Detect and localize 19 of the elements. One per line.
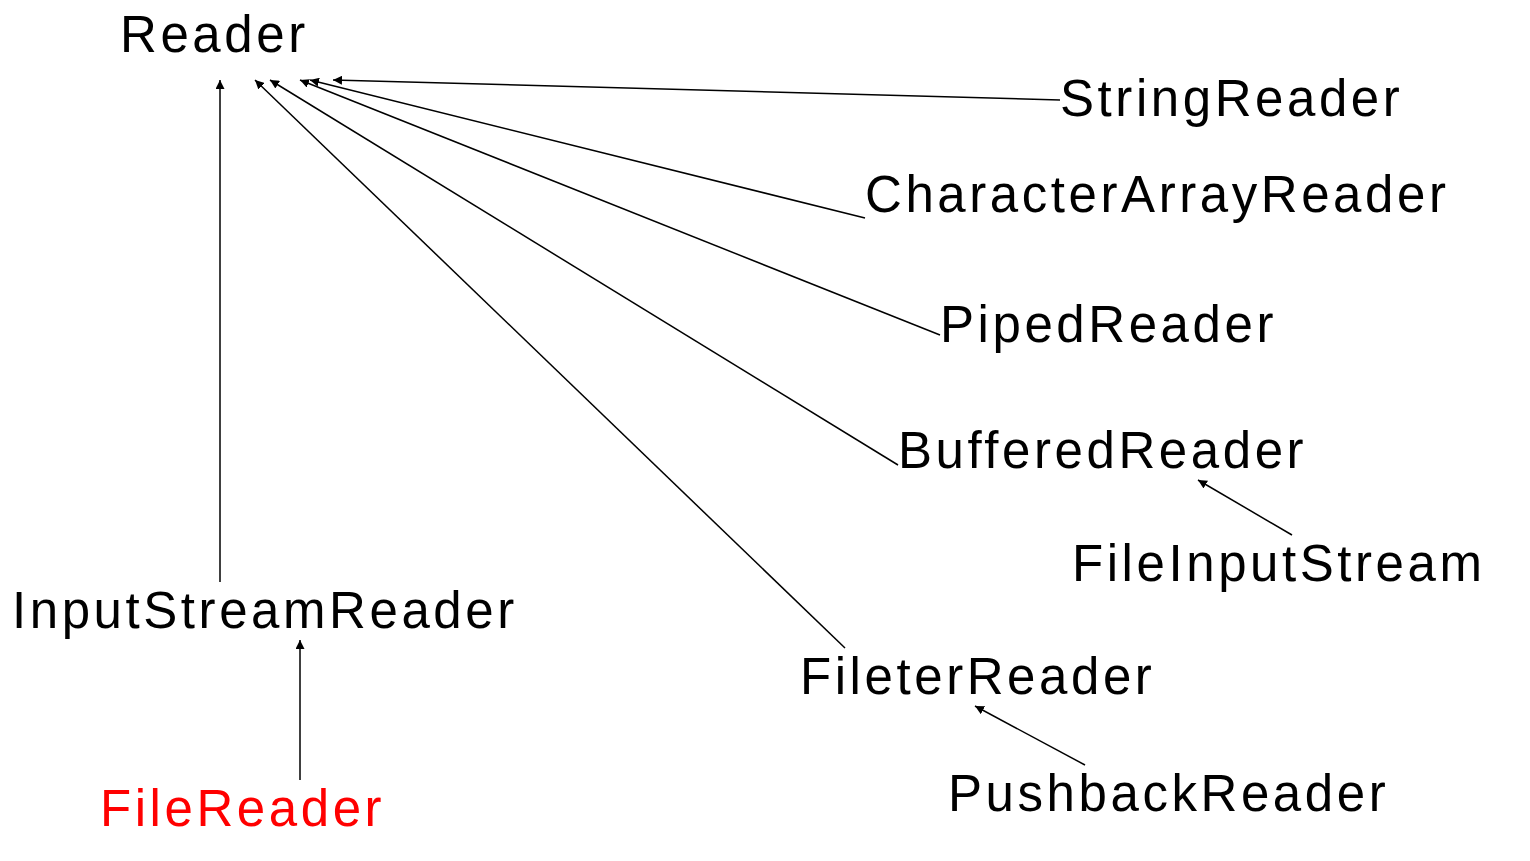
arrow <box>269 79 899 466</box>
arrow <box>332 75 1061 101</box>
class-name: PipedReader <box>940 296 1300 354</box>
class-name: InputStreamReader <box>12 582 572 640</box>
class-name: CharacterArrayReader <box>865 166 1495 224</box>
class-name: FileInputStream <box>1072 535 1527 593</box>
arrow <box>254 79 846 649</box>
class-name: Reader <box>120 6 340 80</box>
arrow <box>299 79 941 336</box>
arrow <box>295 639 305 781</box>
class-name: BufferedReader <box>898 422 1343 480</box>
arrow <box>974 705 1086 766</box>
arrow <box>309 77 866 219</box>
class-name: FileterReader <box>800 648 1178 706</box>
class-name: StringReader <box>1060 70 1430 128</box>
arrow <box>1197 479 1293 536</box>
class-name: PushbackReader <box>948 765 1416 823</box>
class-name: FileReader <box>100 780 400 838</box>
arrow <box>215 79 225 583</box>
